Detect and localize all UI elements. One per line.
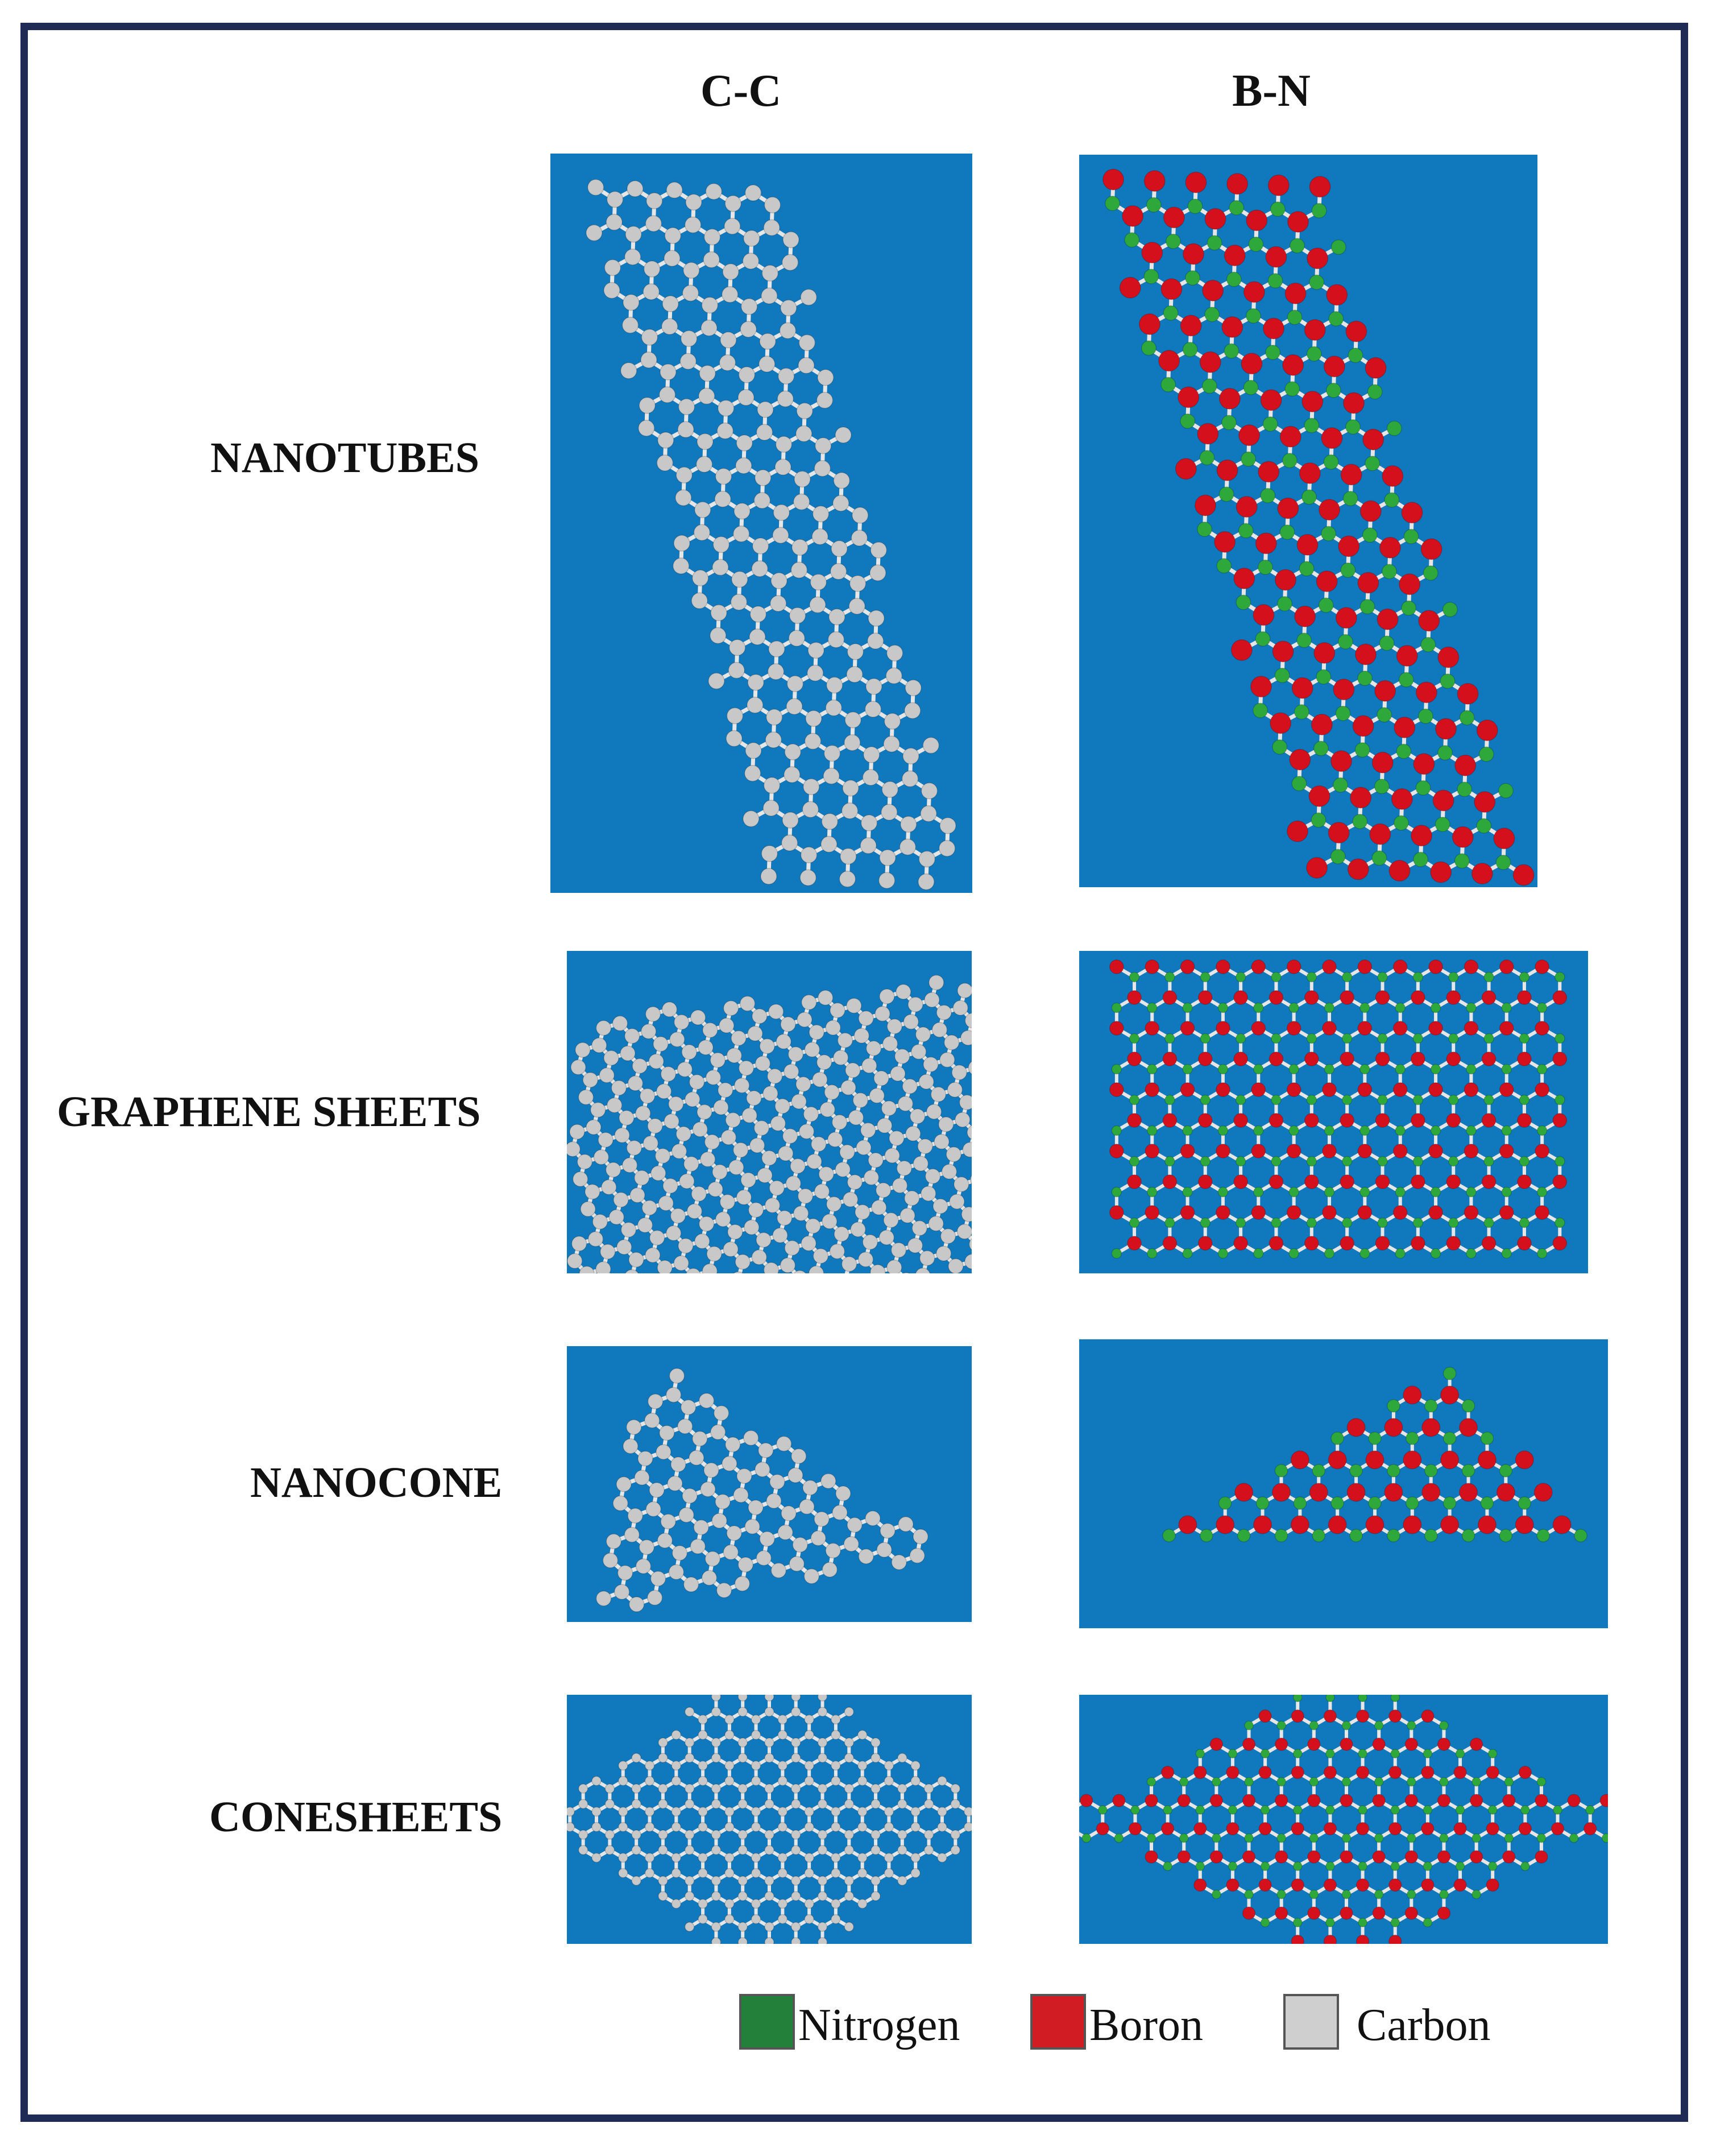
bn-nanocone-panel	[1079, 1339, 1608, 1628]
cc-nanotube-panel	[550, 154, 972, 893]
bn-conesheet-panel	[1079, 1695, 1608, 1944]
row-label-nanotubes: NANOTUBES	[210, 434, 479, 482]
bn-nanotube-panel	[1079, 155, 1537, 887]
boron-legend-label: Boron	[1089, 2000, 1203, 2050]
column-header-bn: B-N	[1232, 66, 1311, 116]
cc-nanocone-panel	[567, 1346, 972, 1622]
row-label-nanocone: NANOCONE	[250, 1459, 503, 1507]
cc-graphene-sheet-panel	[567, 951, 972, 1273]
carbon-legend-label: Carbon	[1357, 2000, 1491, 2050]
nitrogen-legend-swatch	[739, 1994, 795, 2050]
row-label-graphene-sheets: GRAPHENE SHEETS	[57, 1088, 481, 1136]
boron-legend-swatch	[1030, 1994, 1086, 2050]
cc-conesheet-panel	[567, 1695, 972, 1944]
nitrogen-legend-label: Nitrogen	[798, 2000, 960, 2050]
row-label-conesheets: CONESHEETS	[209, 1793, 503, 1841]
bn-graphene-sheet-panel	[1079, 951, 1588, 1273]
carbon-legend-swatch	[1283, 1994, 1339, 2050]
column-header-cc: C-C	[700, 66, 782, 116]
